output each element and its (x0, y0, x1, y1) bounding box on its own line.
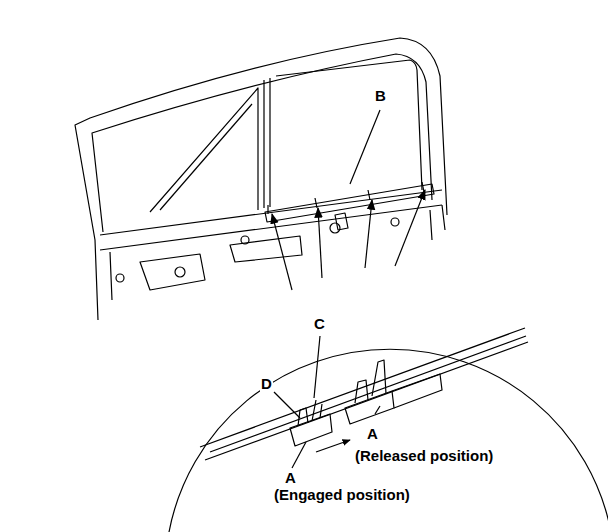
callout-letter: B (374, 88, 387, 104)
callout-letter: D (260, 376, 273, 392)
callout-letter: C (313, 316, 326, 332)
callout-letter: A (284, 470, 297, 486)
position-note: (Released position) (354, 448, 494, 464)
callout-letter: A (366, 426, 379, 442)
position-note: (Engaged position) (273, 487, 411, 503)
